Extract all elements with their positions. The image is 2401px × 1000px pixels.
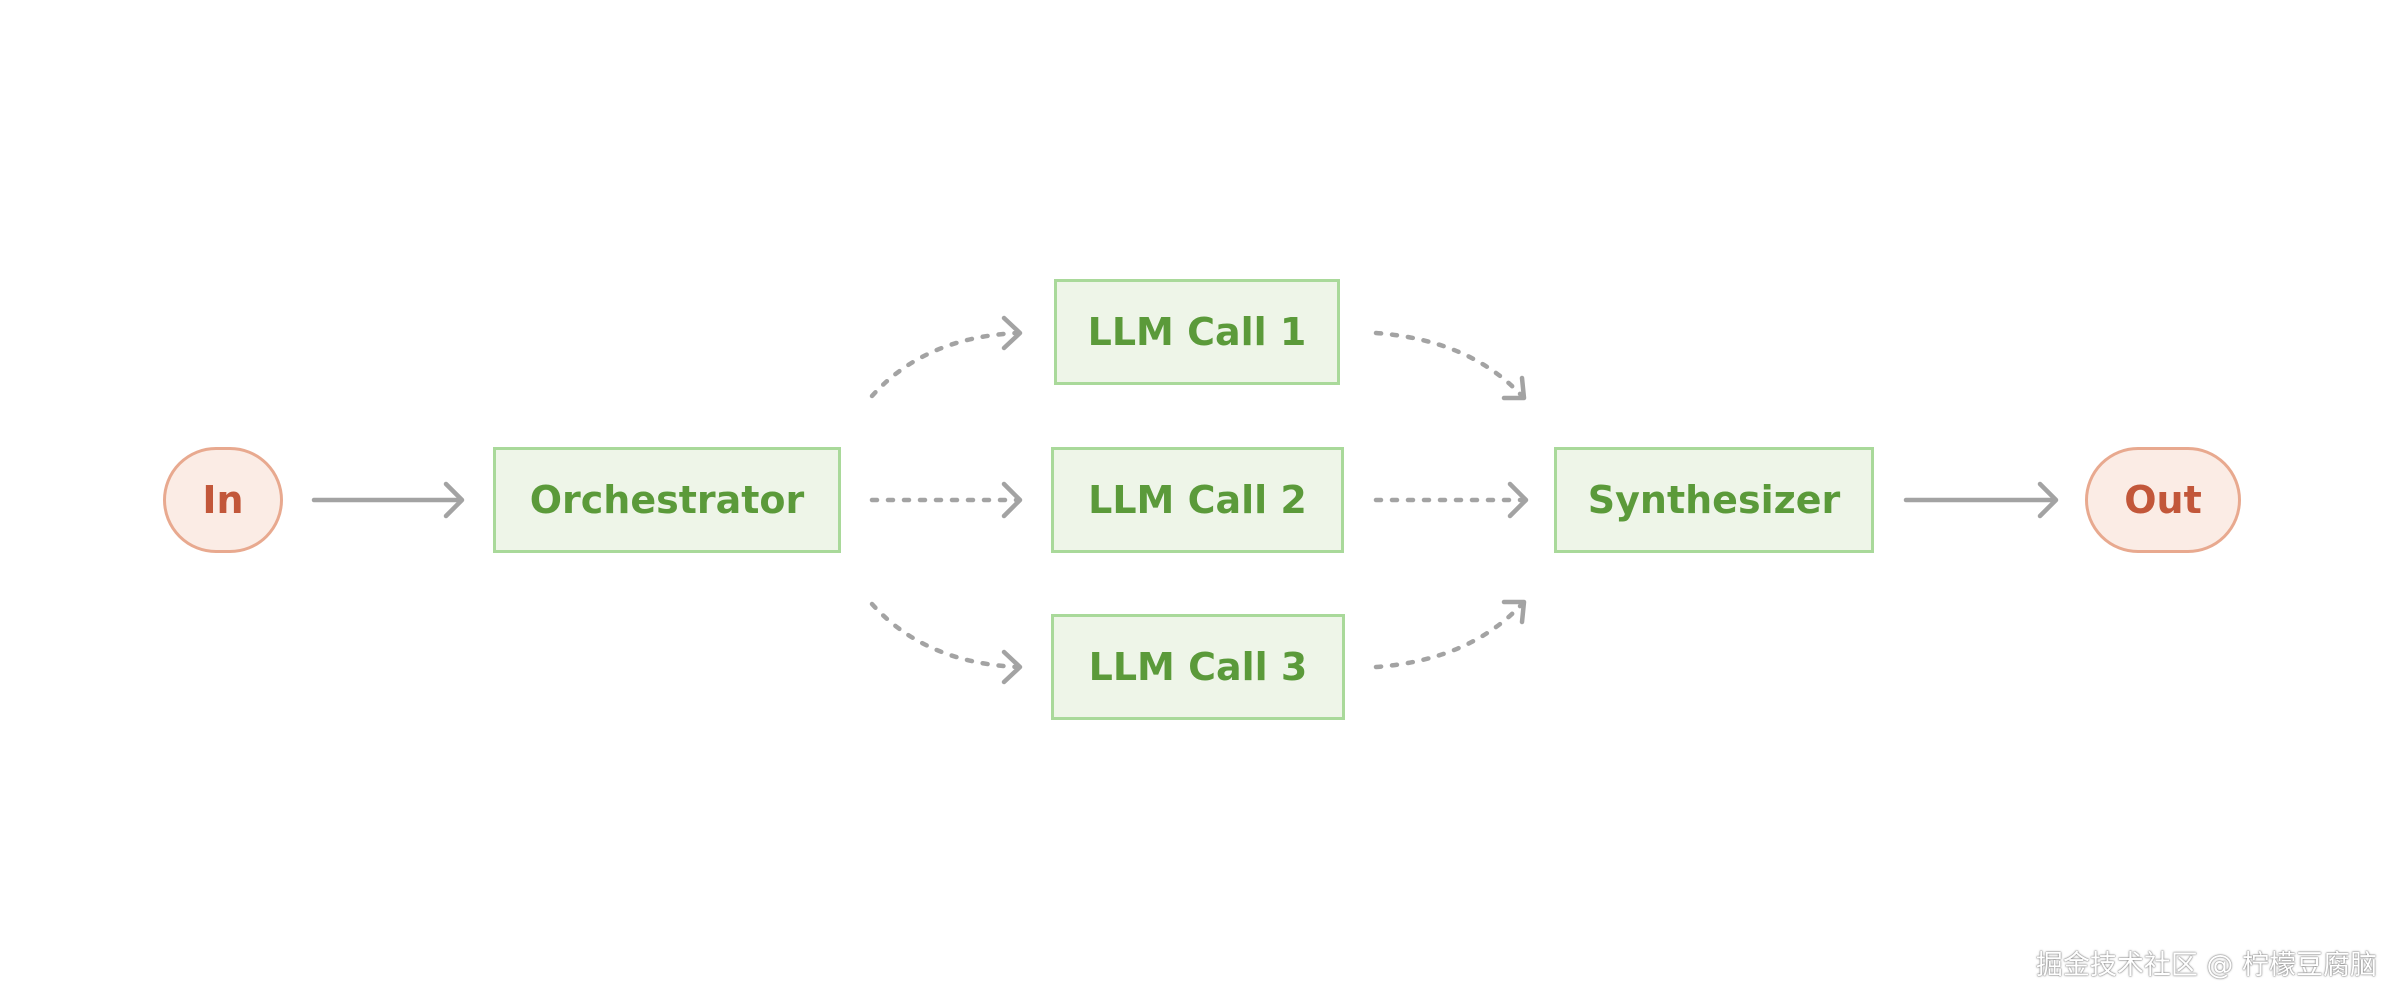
edge-orchestrator-to-llm-call-3: [869, 601, 1021, 670]
arrowhead-llm-call-2-to-synthesizer: [1507, 481, 1529, 519]
arrowhead-llm-call-3-to-synthesizer: [1501, 599, 1527, 625]
llm-call-3-node-label: LLM Call 3: [1088, 645, 1308, 689]
edge-orchestrator-to-llm-call-1: [869, 330, 1021, 399]
arrowhead-in-to-orchestrator: [443, 481, 465, 519]
watermark: 掘金技术社区 @ 柠檬豆腐脑: [2035, 950, 2377, 981]
arrowhead-synthesizer-to-out: [2037, 481, 2059, 519]
synthesizer-node: Synthesizer: [1554, 447, 1874, 553]
llm-call-1-node: LLM Call 1: [1054, 279, 1340, 385]
llm-call-2-node-label: LLM Call 2: [1088, 478, 1307, 522]
llm-call-3-node: LLM Call 3: [1051, 614, 1345, 720]
arrowhead-llm-call-1-to-synthesizer: [1501, 375, 1527, 401]
llm-call-1-node-label: LLM Call 1: [1087, 310, 1307, 354]
input-node: In: [163, 447, 283, 553]
orchestrator-node-label: Orchestrator: [529, 478, 805, 522]
synthesizer-node-label: Synthesizer: [1587, 478, 1841, 522]
arrowhead-orchestrator-to-llm-call-1: [1001, 315, 1023, 351]
input-node-label: In: [202, 478, 244, 522]
arrowhead-orchestrator-to-llm-call-3: [1001, 649, 1023, 685]
output-node: Out: [2085, 447, 2241, 553]
edge-llm-call-3-to-synthesizer: [1373, 601, 1525, 670]
llm-call-2-node: LLM Call 2: [1051, 447, 1344, 553]
orchestrator-node: Orchestrator: [493, 447, 841, 553]
edge-llm-call-1-to-synthesizer: [1373, 330, 1525, 399]
output-node-label: Out: [2124, 478, 2202, 522]
arrowhead-orchestrator-to-llm-call-2: [1001, 481, 1023, 519]
